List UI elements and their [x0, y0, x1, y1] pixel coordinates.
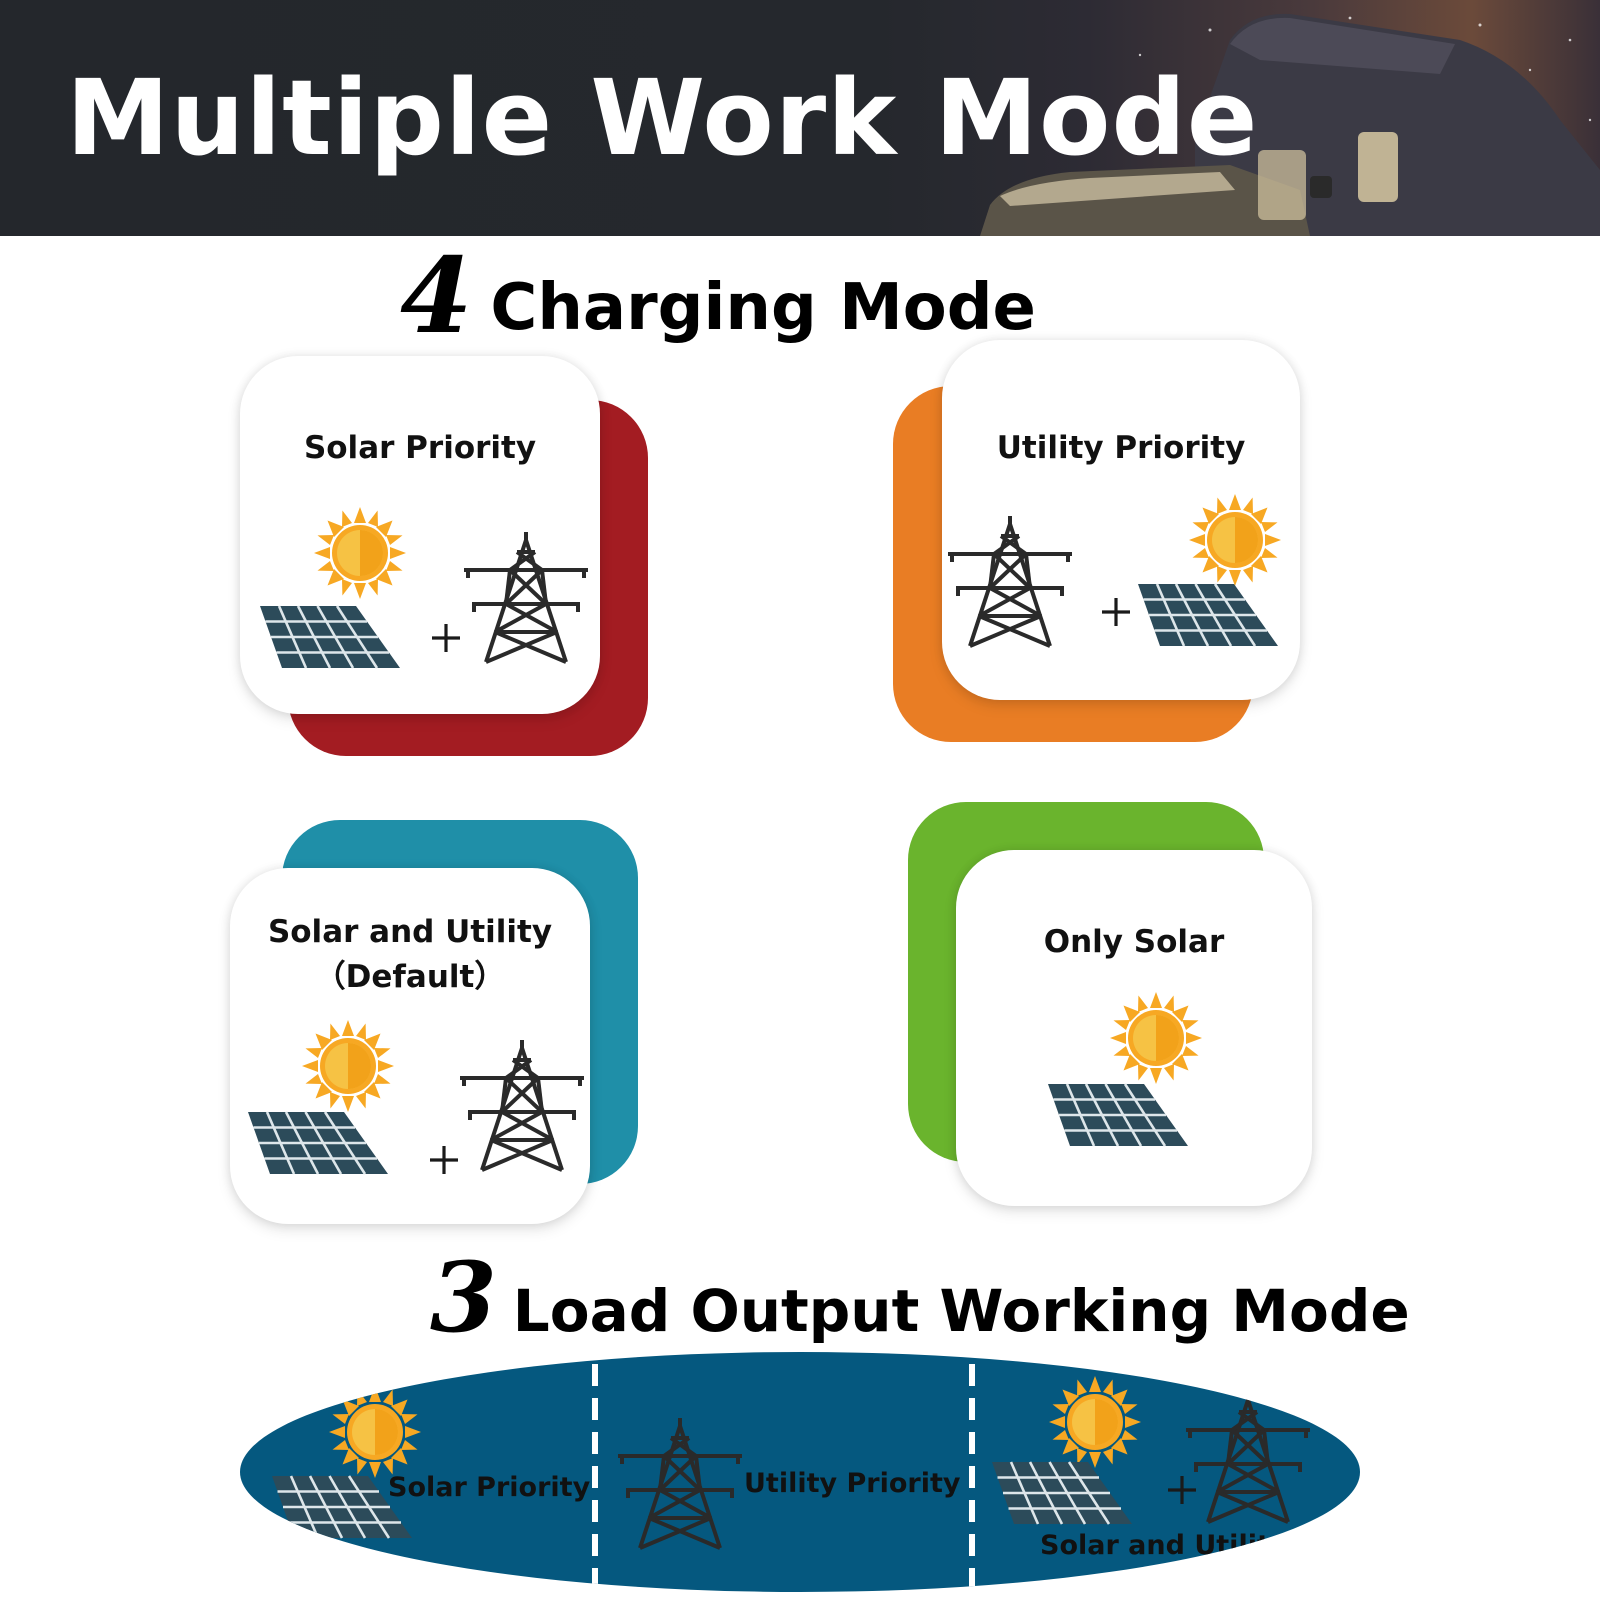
charging-mode-count: 4	[400, 234, 473, 357]
load-mode-count: 3	[430, 1241, 497, 1354]
sun-icon	[302, 1020, 394, 1112]
solar-panel-icon	[990, 1460, 1134, 1526]
power-tower-icon	[462, 530, 590, 664]
load-mode-heading: 3 Load Output Working Mode	[430, 1250, 1410, 1346]
card-face: Utility Priority	[942, 340, 1300, 700]
sun-icon	[314, 507, 406, 599]
sun-icon	[329, 1386, 421, 1478]
header-banner: Multiple Work Mode	[0, 0, 1600, 236]
solar-panel-icon	[1136, 582, 1280, 648]
solar-panel-icon	[1046, 1082, 1190, 1148]
solar-panel-icon	[258, 604, 402, 670]
load-mode-solar-priority-label: Solar Priority	[388, 1472, 591, 1503]
load-mode-utility-priority-label: Utility Priority	[744, 1468, 961, 1499]
charging-mode-title: Charging Mode	[490, 271, 1036, 345]
load-output-banner: Solar Priority Utility Priority Solar an…	[240, 1352, 1360, 1592]
load-mode-title: Load Output Working Mode	[512, 1277, 1410, 1345]
card-label: Solar and Utility （Default）	[230, 910, 590, 1000]
load-mode-solar-and-utility-label: Solar and Utility	[1040, 1530, 1288, 1561]
sun-icon	[1189, 494, 1281, 586]
solar-panel-icon	[246, 1110, 390, 1176]
power-tower-icon	[1184, 1390, 1312, 1524]
sun-icon	[1049, 1376, 1141, 1468]
plus-icon	[1100, 596, 1132, 628]
page-title: Multiple Work Mode	[66, 57, 1259, 179]
card-face: Solar Priority	[240, 356, 600, 714]
card-label: Solar Priority	[303, 430, 537, 466]
power-tower-icon	[616, 1416, 744, 1550]
plus-icon	[1166, 1474, 1198, 1506]
plus-icon	[428, 1144, 460, 1176]
card-face: Solar and Utility （Default）	[230, 868, 590, 1224]
rv-night-scene	[980, 13, 1600, 236]
card-face: Only Solar	[956, 850, 1312, 1206]
card-label-line1: Solar and Utility	[267, 914, 553, 950]
power-tower-icon	[458, 1038, 586, 1172]
power-tower-icon	[946, 514, 1074, 648]
card-label: Utility Priority	[996, 430, 1246, 466]
plus-icon	[430, 622, 462, 654]
sun-icon	[1110, 992, 1202, 1084]
card-label: Only Solar	[1043, 924, 1225, 960]
card-label-line2: （Default）	[314, 958, 506, 995]
charging-mode-heading: 4 Charging Mode	[400, 244, 1036, 348]
